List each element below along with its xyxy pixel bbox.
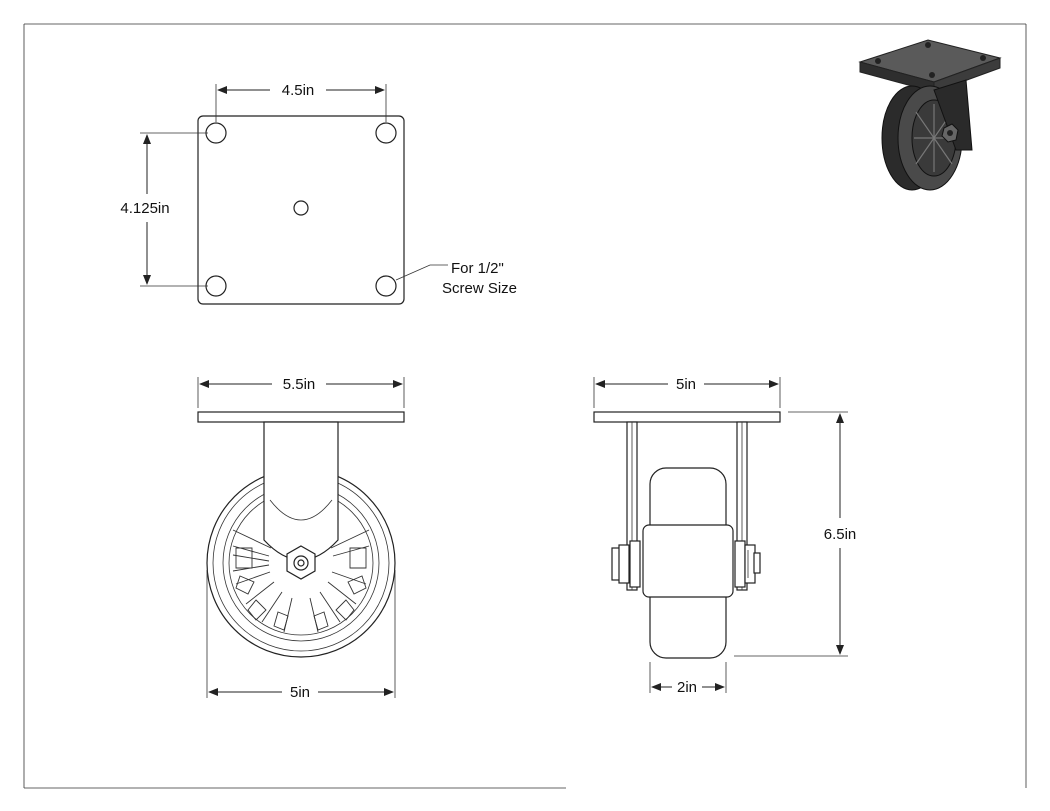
bolt-hole-bottom-right [375, 275, 397, 297]
screw-size-note: For 1/2" Screw Size [395, 260, 517, 297]
front-wheel-diameter-dimension: 5in [206, 570, 396, 701]
side-wheel-width-dimension: 2in [649, 662, 727, 696]
front-plate-width-dimension: 5.5in [197, 376, 405, 408]
screw-note-line2: Screw Size [442, 280, 517, 297]
wheel-spokes [232, 529, 370, 633]
side-plate-width-dimension: 5in [593, 376, 781, 408]
bolt-hole-top-left [205, 122, 227, 144]
screw-note-line1: For 1/2" [451, 260, 504, 277]
side-wheel-width-label: 2in [677, 679, 697, 696]
sheet-border [23, 23, 1027, 789]
center-hole [293, 200, 309, 216]
side-view-caster [593, 411, 781, 659]
bolt-hole-bottom-left [205, 275, 227, 297]
front-view-caster [197, 411, 405, 658]
top-width-dimension: 4.5in [215, 82, 387, 122]
top-height-dimension: 4.125in [120, 132, 208, 287]
top-view-mounting-plate [197, 115, 405, 305]
front-wheel-diameter-label: 5in [290, 684, 310, 701]
top-height-label: 4.125in [120, 200, 169, 217]
front-plate-width-label: 5.5in [283, 376, 316, 393]
top-width-label: 4.5in [282, 82, 315, 99]
side-height-dimension: 6.5in [734, 411, 857, 657]
caster-3d-render-icon [858, 39, 1002, 191]
bolt-hole-top-right [375, 122, 397, 144]
side-plate-width-label: 5in [676, 376, 696, 393]
side-height-label: 6.5in [824, 526, 857, 543]
